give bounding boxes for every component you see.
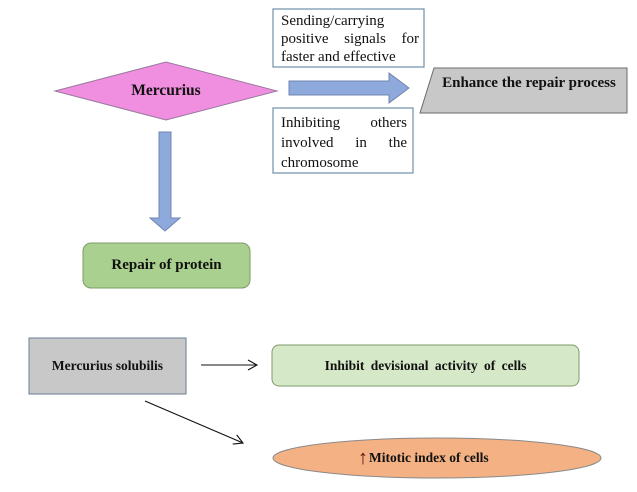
repair-protein-box (82, 242, 251, 289)
arrow-to-repair-protein (148, 131, 182, 232)
enhance-text: Enhance the repair process (442, 75, 616, 91)
enhance-trapezoid (419, 67, 628, 114)
arrow-to-mitotic-index (144, 400, 245, 445)
mercurius-diamond (53, 61, 279, 121)
mercurius-solubilis-box (28, 337, 187, 395)
signals-text: Sending/carrying positive signals for fa… (281, 13, 419, 64)
inhibit-division-box (271, 344, 580, 387)
signals-box (272, 8, 425, 68)
inhibit-others-box (272, 107, 414, 174)
mercurius-solubilis-text: Mercurius solubilis (51, 358, 164, 373)
mitotic-index-text: Mitotic index of cells (369, 450, 489, 465)
mercurius-label: Mercurius (131, 82, 201, 99)
arrow-to-enhance (288, 72, 410, 104)
inhibit-division-text: Inhibit devisional activity of cells (324, 357, 527, 373)
mitotic-index-ellipse (272, 437, 602, 479)
repair-protein-text: Repair of protein (111, 257, 222, 273)
mitotic-index-label: ↑ Mitotic index of cells (358, 444, 489, 472)
up-arrow-icon: ↑ (358, 447, 368, 469)
inhibit-others-text: Inhibiting others involved in the chromo… (281, 115, 407, 169)
